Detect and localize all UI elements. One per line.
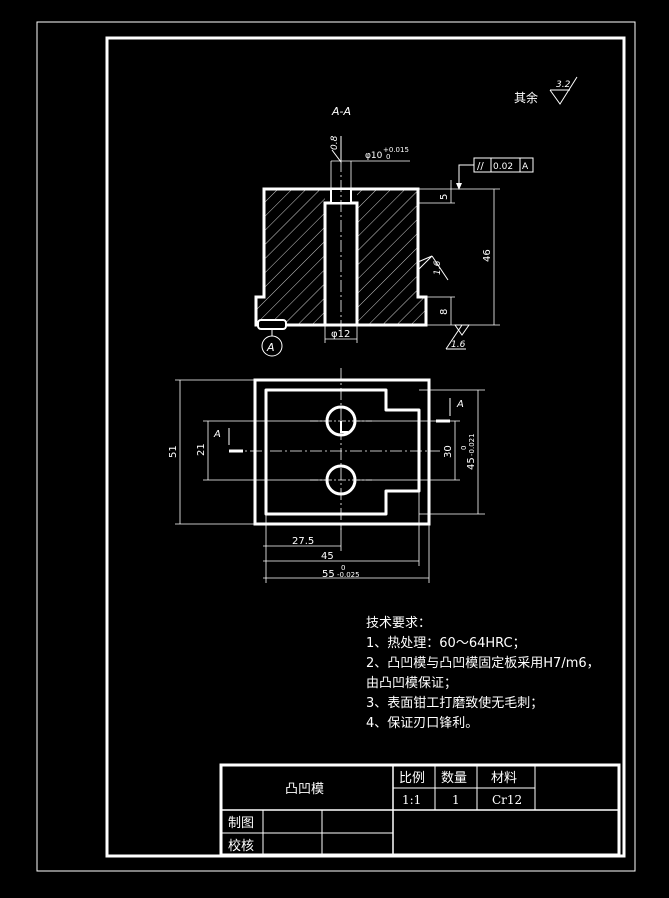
section-view-label: A-A: [331, 105, 351, 118]
dim-inner-width: 45: [321, 551, 334, 562]
dim-step-bottom: 8: [439, 309, 450, 315]
tech-req-title: 技术要求：: [366, 616, 432, 631]
hole-tol-upper: +0.015: [383, 146, 409, 154]
dim-overall-width-tol-upper: 0: [341, 564, 345, 572]
parallelism-symbol: //: [477, 161, 484, 172]
dim-inner-height: 45: [466, 457, 477, 470]
section-hatch-left: [256, 189, 325, 325]
roughness-other-value: 3.2: [556, 80, 571, 90]
dim-pin-dia: φ12: [331, 329, 350, 340]
title-block: 凸凹模 比例 数量 材料 1:1 1 Cr12 制图 校核: [219, 763, 621, 857]
dim-inner-height-tol: -0.021: [468, 433, 476, 456]
technical-requirements: 技术要求： 1、热处理：60～64HRC； 2、凸凹模与凸凹模固定板采用H7/m…: [366, 614, 600, 734]
section-hatch-right: [357, 189, 426, 325]
checked-label: 校核: [228, 838, 254, 854]
roughness-side: 1.6: [433, 260, 443, 275]
roughness-top: 0.8: [330, 135, 340, 150]
hole-tol-lower: 0: [386, 153, 390, 161]
hole-dia: φ10: [365, 151, 383, 161]
tech-req-item: 4、保证刃口锋利。: [366, 716, 479, 731]
part-name: 凸凹模: [285, 782, 324, 797]
tech-req-item: 由凸凹模保证；: [366, 676, 458, 691]
dim-overall-width: 55: [322, 569, 335, 580]
dim-inner-height-tol-upper: 0: [460, 446, 468, 450]
value-scale: 1:1: [402, 793, 421, 807]
plan-view: A A 51 21 45 -0.021 0 30 27.5 45 55: [168, 368, 485, 583]
section-view: A-A A 0.8 φ10 +0.015 0 // 0.02 A: [254, 105, 534, 357]
roughness-other: 其余 3.2: [514, 76, 578, 105]
dim-overall-width-tol-lower: -0.025: [337, 571, 360, 579]
plan-outer: [253, 378, 431, 526]
dim-hole-x: 27.5: [292, 536, 314, 547]
section-marker-right: A: [456, 399, 464, 410]
header-quantity: 数量: [441, 771, 467, 786]
detail-circle: [261, 335, 283, 357]
dim-hole-spacing: 30: [443, 445, 454, 458]
parallelism-datum: A: [522, 162, 529, 172]
tech-req-item: 2、凸凹模与凸凹模固定板采用H7/m6，: [366, 656, 600, 671]
value-material: Cr12: [492, 793, 522, 807]
tech-req-item: 1、热处理：60～64HRC；: [366, 636, 526, 651]
dim-step-top: 5: [439, 194, 450, 200]
section-detail-tab: [257, 319, 287, 330]
header-scale: 比例: [399, 771, 425, 786]
section-marker-left: A: [213, 429, 221, 440]
detail-label: A: [266, 341, 275, 354]
roughness-other-label: 其余: [514, 90, 538, 105]
drawn-label: 制图: [228, 816, 254, 831]
dim-overall-height: 51: [168, 445, 179, 458]
tech-req-item: 3、表面钳工打磨致使无毛刺；: [366, 696, 544, 711]
parallelism-value: 0.02: [493, 162, 513, 172]
header-material: 材料: [491, 771, 517, 786]
value-quantity: 1: [452, 793, 460, 807]
dim-hole-offset: 21: [196, 443, 207, 456]
dim-height: 46: [482, 249, 493, 262]
sheet-outer-border: [36, 21, 636, 872]
roughness-bottom: 1.6: [451, 340, 466, 350]
